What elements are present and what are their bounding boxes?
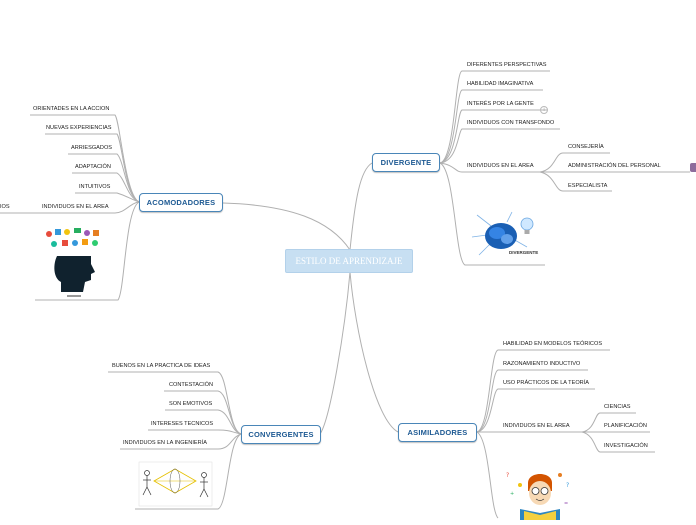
- svg-text:?: ?: [566, 482, 569, 489]
- leaf-transfondo[interactable]: INDIVIDUOS CON TRANSFONDO: [467, 120, 555, 126]
- branch-convergentes[interactable]: CONVERGENTES: [241, 425, 321, 444]
- leaf-adaptacion[interactable]: ADAPTACIÓN: [75, 164, 111, 170]
- leaf-intuitivos[interactable]: INTUITIVOS: [79, 184, 111, 190]
- leaf-contestacion[interactable]: CONTESTACIÓN: [169, 382, 214, 388]
- leaf-intereses-tecnicos[interactable]: INTERESES TECNICOS: [151, 421, 214, 427]
- brain-bulb-icon: [471, 211, 534, 256]
- leaf-individuos-area-acom[interactable]: INDIVIDUOS EN EL AREA: [42, 204, 109, 210]
- figures-diagram-icon: [138, 461, 213, 507]
- branch-asimiladores[interactable]: ASIMILADORES: [398, 423, 477, 442]
- branch-divergente[interactable]: DIVERGENTE: [372, 153, 440, 172]
- convergentes-diagram-image: [138, 461, 213, 507]
- leaf-buenos-practica[interactable]: BUENOS EN LA PRACTICA DE IDEAS: [112, 363, 211, 369]
- head-silhouette-icon: [46, 228, 99, 297]
- leaf-nuevas-experiencias[interactable]: NUEVAS EXPERIENCIAS: [46, 125, 112, 131]
- divergente-brain-image: DIVERGENTE: [467, 207, 542, 262]
- leaf-individuos-area-div[interactable]: INDIVIDUOS EN EL AREA: [467, 163, 534, 169]
- leaf-orientades[interactable]: ORIENTADES EN LA ACCION: [33, 106, 110, 112]
- leaf-interes-gente[interactable]: INTERÉS POR LA GENTE: [467, 101, 534, 107]
- leaf-razonamiento-inductivo[interactable]: RAZONAMIENTO INDUCTIVO: [503, 361, 581, 367]
- leaf-diferentes-perspectivas[interactable]: DIFERENTES PERSPECTIVAS: [467, 62, 547, 68]
- leaf-ciencias[interactable]: CIENCIAS: [604, 404, 631, 410]
- svg-text:+: +: [510, 491, 514, 497]
- info-icon[interactable]: i: [540, 106, 548, 114]
- leaf-especialista[interactable]: ESPECIALISTA: [568, 183, 608, 189]
- leaf-son-emotivos[interactable]: SON EMOTIVOS: [169, 401, 213, 407]
- leaf-individuos-ingenieria[interactable]: INDIVIDUOS EN LA INGENIERÍA: [123, 440, 207, 446]
- student-reading-icon: ? ? + =: [506, 472, 569, 520]
- svg-text:?: ?: [506, 472, 509, 479]
- leaf-arriesgados[interactable]: ARRIESGADOS: [71, 145, 113, 151]
- leaf-habilidad-modelos[interactable]: HABILIDAD EN MODELOS TEÓRICOS: [503, 341, 603, 347]
- overflow-marker-icon[interactable]: [690, 163, 696, 172]
- leaf-planificacion[interactable]: PLANIFICACIÓN: [604, 423, 647, 429]
- leaf-individuos-area-asim[interactable]: INDIVIDUOS EN EL AREA: [503, 423, 570, 429]
- leaf-acom-sub[interactable]: IOS: [0, 204, 10, 210]
- asimiladores-student-image: ? ? + =: [500, 465, 580, 520]
- svg-text:=: =: [564, 501, 568, 507]
- acomodadores-head-image: [37, 224, 111, 299]
- divergente-image-caption: DIVERGENTE: [509, 250, 539, 255]
- leaf-habilidad-imaginativa[interactable]: HABILIDAD IMAGINATIVA: [467, 81, 534, 87]
- leaf-uso-practicos[interactable]: USO PRÁCTICOS DE LA TEORÍA: [503, 380, 589, 386]
- leaf-administracion[interactable]: ADMINISTRACIÓN DEL PERSONAL: [568, 163, 661, 169]
- leaf-investigacion[interactable]: INVESTIGACIÓN: [604, 443, 648, 449]
- central-topic[interactable]: ESTILO DE APRENDIZAJE: [285, 249, 413, 273]
- branch-acomodadores[interactable]: ACOMODADORES: [139, 193, 223, 212]
- leaf-consejeria[interactable]: CONSEJERÍA: [568, 144, 604, 150]
